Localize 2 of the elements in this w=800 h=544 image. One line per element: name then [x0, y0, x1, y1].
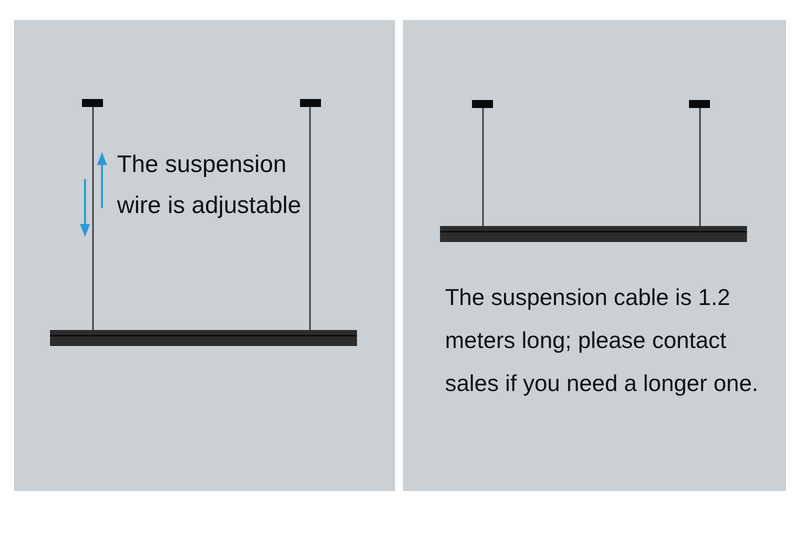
description-text: The suspension wire is adjustable — [117, 150, 302, 221]
description-text: The suspension cable is 1.2 meters long; please contact sales if you need a longer one. — [445, 283, 760, 398]
